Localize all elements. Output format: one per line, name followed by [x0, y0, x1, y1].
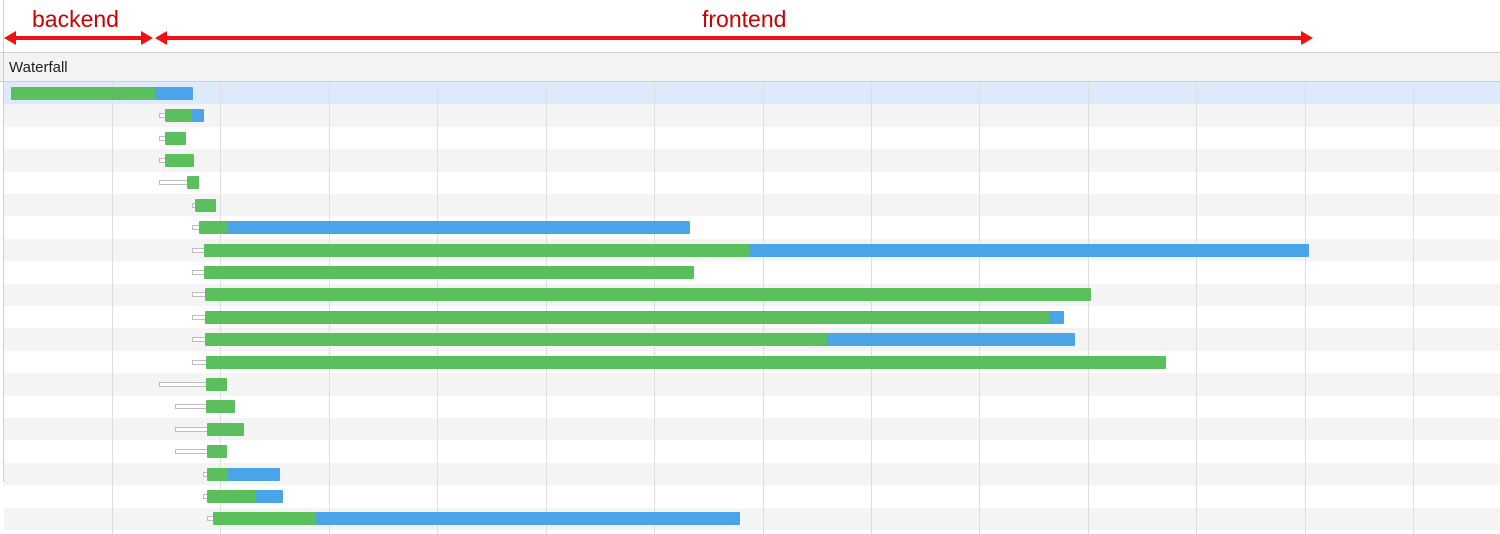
waiting-ttfb-bar[interactable] — [205, 333, 827, 347]
waterfall-row[interactable] — [4, 373, 1500, 396]
waiting-ttfb-bar[interactable] — [199, 221, 228, 235]
content-download-bar[interactable] — [827, 333, 1075, 347]
waiting-ttfb-bar[interactable] — [204, 265, 694, 279]
waterfall-row[interactable] — [4, 194, 1500, 217]
timeline-gridline — [1413, 82, 1414, 534]
timeline-gridline — [112, 82, 113, 534]
waiting-ttfb-bar[interactable] — [165, 109, 192, 123]
timeline-gridline — [871, 82, 872, 534]
content-download-bar[interactable] — [192, 109, 204, 123]
waiting-ttfb-bar[interactable] — [206, 377, 227, 391]
content-download-bar[interactable] — [155, 86, 193, 100]
content-download-bar[interactable] — [228, 221, 690, 235]
waiting-ttfb-bar[interactable] — [207, 422, 244, 436]
waiting-ttfb-bar[interactable] — [207, 467, 228, 481]
waiting-ttfb-bar[interactable] — [207, 489, 255, 503]
timeline-gridline — [220, 82, 221, 534]
waterfall-row[interactable] — [4, 462, 1500, 486]
annotation-arrows — [4, 31, 1313, 45]
stall-bar — [175, 449, 209, 455]
content-download-bar[interactable] — [749, 243, 1309, 257]
timeline-gridline — [329, 82, 330, 534]
waiting-ttfb-bar[interactable] — [165, 153, 194, 167]
timeline-gridline — [1088, 82, 1089, 534]
waiting-ttfb-bar[interactable] — [205, 288, 1091, 302]
waiting-ttfb-bar[interactable] — [206, 355, 1166, 369]
backend-arrow — [4, 31, 153, 45]
waterfall-row[interactable] — [4, 418, 1500, 441]
waiting-ttfb-bar[interactable] — [213, 512, 316, 526]
timeline-gridline — [1305, 82, 1306, 534]
content-download-bar[interactable] — [1049, 310, 1064, 324]
stall-bar — [159, 381, 208, 387]
backend-annotation-label: backend — [32, 6, 119, 32]
content-download-bar[interactable] — [255, 489, 283, 503]
timeline-gridline — [654, 82, 655, 534]
waterfall-row[interactable] — [4, 104, 1500, 127]
waiting-ttfb-bar[interactable] — [205, 310, 1049, 324]
frontend-arrow — [155, 31, 1313, 45]
waiting-ttfb-bar[interactable] — [187, 176, 199, 190]
waterfall-column-header[interactable]: Waterfall — [0, 53, 1500, 82]
waterfall-panel: Waterfall — [0, 52, 1500, 534]
timeline-gridline — [1196, 82, 1197, 534]
stall-bar — [175, 426, 209, 432]
waiting-ttfb-bar[interactable] — [204, 243, 749, 257]
timeline-gridline — [546, 82, 547, 534]
frontend-annotation-label: frontend — [702, 6, 787, 32]
timeline-gridline — [763, 82, 764, 534]
waiting-ttfb-bar[interactable] — [207, 445, 227, 459]
waiting-ttfb-bar[interactable] — [206, 400, 235, 414]
stall-bar — [175, 404, 208, 410]
panel-left-border — [3, 0, 4, 482]
waiting-ttfb-bar[interactable] — [11, 86, 155, 100]
waterfall-header-label: Waterfall — [9, 59, 68, 76]
waterfall-row[interactable] — [4, 440, 1500, 462]
content-download-bar[interactable] — [228, 467, 280, 481]
stall-bar — [159, 180, 189, 186]
waterfall-row[interactable] — [4, 82, 1500, 105]
waterfall-row[interactable] — [4, 149, 1500, 172]
content-download-bar[interactable] — [316, 512, 740, 526]
timeline-gridline — [437, 82, 438, 534]
waterfall-row[interactable] — [4, 127, 1500, 149]
waterfall-row[interactable] — [4, 172, 1500, 194]
timeline-gridline — [979, 82, 980, 534]
waiting-ttfb-bar[interactable] — [195, 198, 216, 212]
waiting-ttfb-bar[interactable] — [165, 131, 186, 145]
